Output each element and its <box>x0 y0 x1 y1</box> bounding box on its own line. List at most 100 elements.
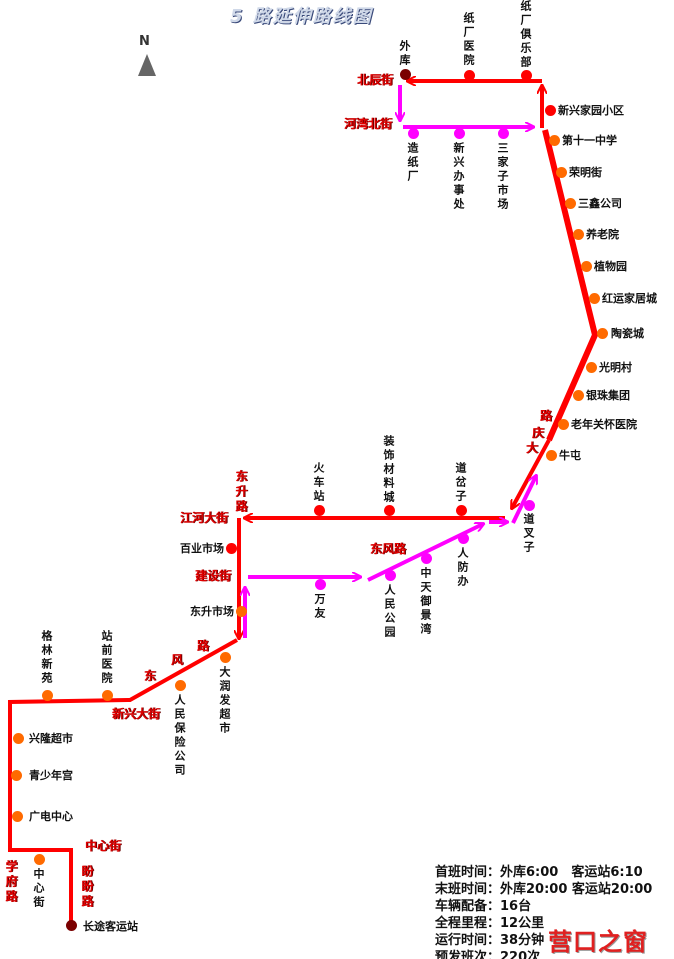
street-label: 风 <box>171 653 184 667</box>
station-stop-icon[interactable] <box>314 578 326 590</box>
station-label: 万友 <box>313 593 326 621</box>
station-label: 广电中心 <box>29 810 73 823</box>
station-label: 中心街 <box>32 868 45 910</box>
route-info: 首班时间：外库6:00 客运站6:10 末班时间：外库20:00 客运站20:0… <box>435 864 652 959</box>
station-label: 道叉子 <box>522 513 535 555</box>
station-label: 青少年宫 <box>29 769 73 782</box>
station-label: 百业市场 <box>180 542 224 555</box>
street-label: 江河大街 <box>180 511 229 525</box>
station-stop-icon[interactable] <box>225 542 237 554</box>
station-stop-icon[interactable] <box>572 228 584 240</box>
station-stop-icon[interactable] <box>545 449 557 461</box>
station-stop-icon[interactable] <box>497 127 509 139</box>
info-last-bus: 末班时间：外库20:00 客运站20:00 <box>435 882 653 897</box>
station-label: 人防办 <box>456 547 469 589</box>
station-label: 陶瓷城 <box>611 327 644 340</box>
station-stop-icon[interactable] <box>12 732 24 744</box>
info-duration: 运行时间：38分钟 <box>435 933 545 948</box>
street-label: 路 <box>197 639 210 653</box>
station-label: 牛屯 <box>559 449 581 462</box>
station-label: 红运家居城 <box>602 292 657 305</box>
station-label: 兴隆超市 <box>29 732 73 745</box>
station-label: 大润发超市 <box>218 666 231 736</box>
street-label: 河湾北街 <box>344 117 393 131</box>
station-stop-icon[interactable] <box>407 127 419 139</box>
station-label: 人民公园 <box>383 584 396 640</box>
station-label: 老年关怀医院 <box>571 418 637 431</box>
station-stop-icon[interactable] <box>572 389 584 401</box>
station-label: 光明村 <box>599 361 632 374</box>
north-label: N <box>139 34 150 49</box>
station-stop-icon[interactable] <box>383 504 395 516</box>
route-back-7 <box>511 476 536 524</box>
station-label: 站前医院 <box>100 630 113 686</box>
station-stop-icon[interactable] <box>523 499 535 511</box>
street-label: 学府路 <box>4 860 18 905</box>
street-label: 路 <box>540 409 553 423</box>
street-label: 大 <box>526 441 539 455</box>
station-label: 三鑫公司 <box>578 197 622 210</box>
station-label: 新兴办事处 <box>452 142 465 212</box>
street-label: 庆 <box>532 426 545 440</box>
station-stop-icon[interactable] <box>544 104 556 116</box>
street-label: 东 <box>144 669 157 683</box>
station-stop-icon[interactable] <box>520 69 532 81</box>
station-label: 纸厂医院 <box>462 12 475 68</box>
station-stop-icon[interactable] <box>457 532 469 544</box>
north-arrow-icon <box>138 54 156 76</box>
station-label: 装饰材料城 <box>382 435 395 505</box>
station-stop-icon[interactable] <box>588 292 600 304</box>
station-label: 中天御景湾 <box>419 567 432 637</box>
station-stop-icon[interactable] <box>453 127 465 139</box>
station-label: 东升市场 <box>190 605 234 618</box>
station-label: 纸厂俱乐部 <box>519 0 532 70</box>
station-stop-icon[interactable] <box>101 689 113 701</box>
station-stop-icon[interactable] <box>174 679 186 691</box>
info-trips: 预发班次：220次 <box>435 950 541 959</box>
station-label: 人民保险公司 <box>173 694 186 778</box>
station-stop-icon[interactable] <box>420 552 432 564</box>
street-label: 东风路 <box>370 542 407 556</box>
street-label: 新兴大街 <box>112 707 161 721</box>
station-stop-icon[interactable] <box>384 569 396 581</box>
station-stop-icon[interactable] <box>10 769 22 781</box>
station-stop-icon[interactable] <box>580 260 592 272</box>
station-label: 道岔子 <box>454 462 467 504</box>
station-label: 养老院 <box>586 228 619 241</box>
station-stop-icon[interactable] <box>463 69 475 81</box>
street-label: 北辰街 <box>357 73 394 87</box>
station-stop-icon[interactable] <box>596 327 608 339</box>
station-stop-icon[interactable] <box>557 418 569 430</box>
info-vehicles: 车辆配备：16台 <box>435 899 532 914</box>
station-stop-icon[interactable] <box>219 651 231 663</box>
street-label: 东升路 <box>234 470 248 515</box>
info-first-bus: 首班时间：外库6:00 客运站6:10 <box>435 865 643 880</box>
street-label: 建设街 <box>195 569 232 583</box>
street-label: 中心街 <box>85 839 122 853</box>
station-stop-icon[interactable] <box>585 361 597 373</box>
route-out-north <box>542 129 599 442</box>
station-label: 造纸厂 <box>406 142 419 184</box>
station-label: 银珠集团 <box>586 389 630 402</box>
station-stop-icon[interactable] <box>41 689 53 701</box>
station-stop-icon[interactable] <box>555 166 567 178</box>
station-stop-icon[interactable] <box>564 197 576 209</box>
station-stop-icon[interactable] <box>313 504 325 516</box>
station-label: 植物园 <box>594 260 627 273</box>
station-label: 火车站 <box>312 462 325 504</box>
route-out-south <box>8 638 238 925</box>
station-label: 荣明街 <box>569 166 602 179</box>
logo-watermark: 营口之窗 <box>548 927 648 956</box>
station-label: 第十一中学 <box>562 134 617 147</box>
street-label: 盼盼路 <box>80 865 94 910</box>
station-stop-icon[interactable] <box>399 68 411 80</box>
station-stop-icon[interactable] <box>11 810 23 822</box>
station-label: 格林新苑 <box>40 630 53 686</box>
station-label: 长途客运站 <box>83 920 138 933</box>
station-stop-icon[interactable] <box>33 853 45 865</box>
station-stop-icon[interactable] <box>235 605 247 617</box>
station-stop-icon[interactable] <box>548 134 560 146</box>
station-stop-icon[interactable] <box>65 919 77 931</box>
station-stop-icon[interactable] <box>455 504 467 516</box>
station-label: 外库 <box>398 40 411 68</box>
